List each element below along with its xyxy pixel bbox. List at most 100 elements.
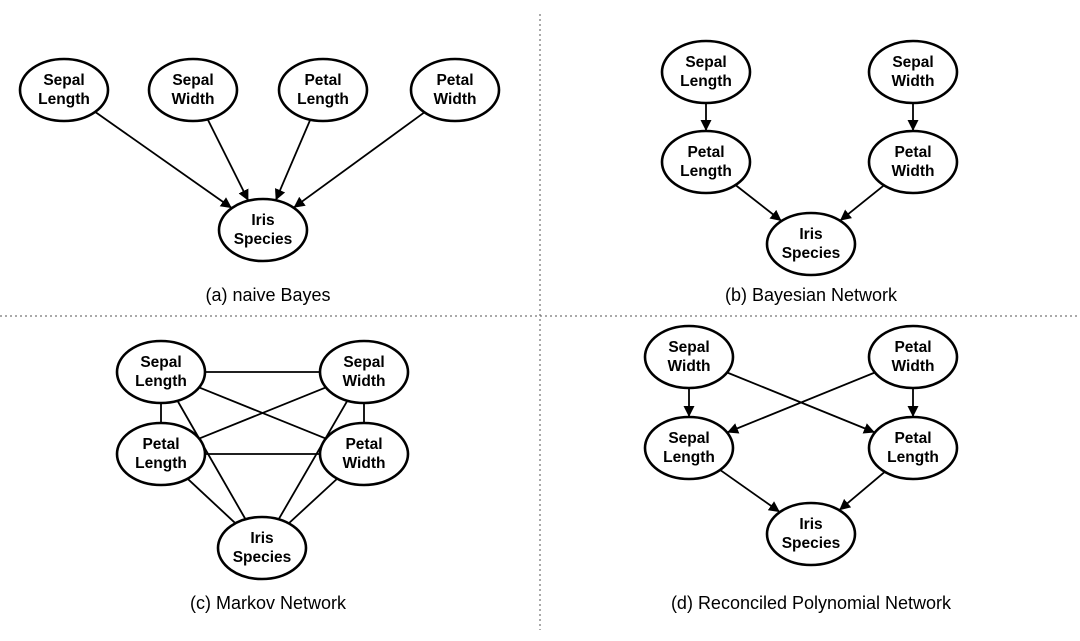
node-label: Width (343, 455, 386, 472)
node-label: Sepal (172, 72, 213, 89)
node-label: Iris (799, 516, 822, 533)
node-ellipse (216, 515, 308, 581)
node-label: Length (680, 163, 732, 180)
edge-sl-is (94, 111, 233, 209)
edge-pw-is (288, 477, 338, 525)
node-label: Petal (436, 72, 473, 89)
node-label: Sepal (43, 72, 84, 89)
node-label: Sepal (343, 354, 384, 371)
node-label: Width (892, 73, 935, 90)
node-ellipse (409, 57, 501, 123)
node-label: Petal (304, 72, 341, 89)
node-label: Width (892, 358, 935, 375)
node-label: Iris (250, 530, 273, 547)
edge-pl-is (274, 119, 312, 201)
edge-pl-is (734, 184, 783, 222)
node-label: Species (782, 535, 841, 552)
edge-pl-is (838, 471, 886, 511)
node-label: Species (234, 231, 293, 248)
node-label: Width (668, 358, 711, 375)
node-ellipse (217, 197, 309, 263)
node-label: Sepal (140, 354, 181, 371)
panel-d-caption: (d) Reconciled Polynomial Network (671, 593, 952, 613)
node-ellipse (643, 415, 735, 481)
node-label: Petal (345, 436, 382, 453)
panel-c-caption: (c) Markov Network (190, 593, 347, 613)
node-label: Sepal (892, 54, 933, 71)
edge-pw-is (293, 111, 425, 209)
edge-sl-is (176, 400, 247, 520)
node-ellipse (867, 39, 959, 105)
node-ellipse (867, 415, 959, 481)
node-label: Length (887, 449, 939, 466)
node-label: Petal (687, 144, 724, 161)
panel-b: SepalLengthSepalWidthPetalLengthPetalWid… (660, 39, 959, 305)
edge-pl-is (186, 478, 237, 524)
node-ellipse (867, 324, 959, 390)
node-ellipse (660, 129, 752, 195)
node-ellipse (318, 339, 410, 405)
node-ellipse (147, 57, 239, 123)
node-label: Length (663, 449, 715, 466)
node-ellipse (765, 501, 857, 567)
node-label: Width (892, 163, 935, 180)
edge-pw-sl (726, 371, 876, 434)
node-label: Length (297, 91, 349, 108)
panel-c: SepalLengthSepalWidthPetalLengthPetalWid… (115, 339, 410, 613)
node-ellipse (765, 211, 857, 277)
node-label: Species (782, 245, 841, 262)
node-label: Width (172, 91, 215, 108)
panel-d: SepalWidthPetalWidthSepalLengthPetalLeng… (643, 324, 959, 613)
node-label: Petal (894, 430, 931, 447)
node-ellipse (18, 57, 110, 123)
node-label: Iris (799, 226, 822, 243)
node-label: Length (135, 373, 187, 390)
node-label: Petal (894, 144, 931, 161)
node-label: Length (38, 91, 90, 108)
node-ellipse (660, 39, 752, 105)
node-label: Sepal (668, 339, 709, 356)
node-ellipse (115, 421, 207, 487)
edge-sl-is (719, 469, 781, 513)
node-label: Length (680, 73, 732, 90)
node-label: Petal (142, 436, 179, 453)
node-label: Length (135, 455, 187, 472)
node-label: Sepal (685, 54, 726, 71)
node-label: Width (434, 91, 477, 108)
node-ellipse (643, 324, 735, 390)
panel-b-caption: (b) Bayesian Network (725, 285, 898, 305)
edge-sw-is (206, 118, 250, 202)
node-label: Sepal (668, 430, 709, 447)
edge-pw-is (839, 184, 885, 222)
node-label: Iris (251, 212, 274, 229)
panel-a: SepalLengthSepalWidthPetalLengthPetalWid… (18, 57, 501, 305)
node-label: Width (343, 373, 386, 390)
node-ellipse (277, 57, 369, 123)
node-ellipse (318, 421, 410, 487)
edge-sw-pl (198, 386, 327, 440)
node-label: Petal (894, 339, 931, 356)
node-label: Species (233, 549, 292, 566)
edge-sw-is (277, 400, 349, 520)
node-ellipse (867, 129, 959, 195)
